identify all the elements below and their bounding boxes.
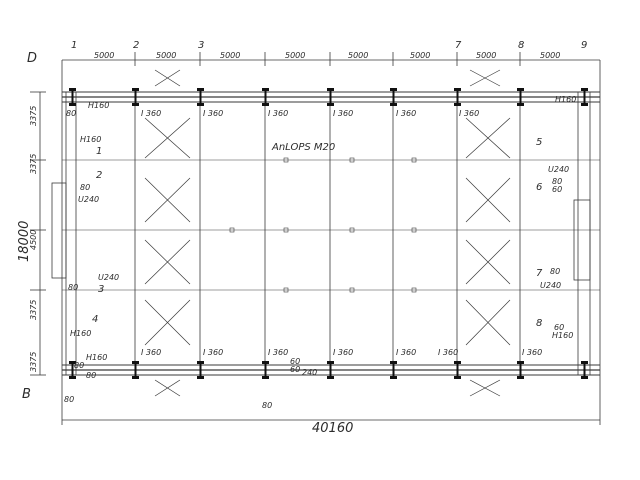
column-label: I 360 [268,109,288,118]
bottom-column-labels: I 360 I 360 I 360 I 360 I 360 I 360 I 36… [141,348,542,357]
detail-label: U240 [548,165,569,174]
detail-small: 80 [74,361,84,370]
detail-small: 80 [80,183,90,192]
column-label: I 360 [141,109,161,118]
detail-mark: 4 [92,314,98,325]
right-details: H160 U240 U240 H160 5 6 7 8 80 60 80 60 [536,95,576,340]
detail-mark: 2 [96,170,102,181]
column-label: I 360 [438,348,458,357]
grid-label: 9 [581,40,587,51]
column-label: I 360 [459,109,479,118]
bay-dim: 5000 [285,51,305,60]
grid-label: 8 [518,40,524,51]
center-dim: 240 [302,368,317,377]
bay-dim: 5000 [156,51,176,60]
bay-dim: 5000 [220,51,240,60]
column-label: I 360 [203,109,223,118]
detail-mark: 7 [536,268,543,279]
side-dim: 3375 [29,106,38,126]
bolt-note: AnLOPS M20 [271,142,335,153]
axis-label-bottom: B [22,387,31,402]
detail-label: U240 [78,195,99,204]
grid-label: 7 [455,40,462,51]
detail-label: H160 [86,353,107,362]
column-label: I 360 [522,348,542,357]
detail-label: U240 [98,273,119,282]
bay-spacing-dims: 5000 5000 5000 5000 5000 5000 5000 5000 [94,51,560,60]
grid-label: 1 [71,40,77,51]
column-label: I 360 [203,348,223,357]
frame-lines [30,52,601,425]
center-small-dims: 60 60 240 80 [262,357,317,410]
overall-width-dim: 18000 [17,221,32,262]
column-symbols [69,88,588,379]
detail-small: 80 [68,283,78,292]
detail-mark: 3 [98,284,104,295]
detail-label: H160 [552,331,573,340]
column-label: I 360 [333,109,353,118]
center-dim: 60 [290,357,300,366]
top-column-labels: I 360 I 360 I 360 I 360 I 360 I 360 [141,109,479,118]
detail-small: 80 [66,109,76,118]
grid-label: 2 [133,40,139,51]
bay-dim: 5000 [410,51,430,60]
detail-small: 80 [550,267,560,276]
detail-label: H160 [70,329,91,338]
detail-mark: 6 [536,182,542,193]
bay-dim: 5000 [540,51,560,60]
detail-small: 60 [554,323,564,332]
bay-dim: 5000 [94,51,114,60]
left-details: H160 H160 U240 U240 H160 H160 1 2 3 4 80… [66,101,119,380]
column-label: I 360 [396,348,416,357]
bottom-small-dim: 80 [64,395,74,404]
axis-label-top: D [27,51,37,66]
detail-mark: 8 [536,318,542,329]
column-label: I 360 [268,348,288,357]
column-label: I 360 [141,348,161,357]
side-dim: 3375 [29,154,38,174]
center-dim: 60 [290,365,300,374]
bay-dim: 5000 [348,51,368,60]
grid-line-labels: 1 2 3 7 8 9 [71,40,587,51]
side-dims: 3375 3375 4500 3375 3375 [29,106,38,372]
detail-small: 60 [552,185,562,194]
detail-small: 80 [552,177,562,186]
column-label: I 360 [396,109,416,118]
side-dim: 3375 [29,300,38,320]
column-label: I 360 [333,348,353,357]
detail-label: U240 [540,281,561,290]
detail-label: H160 [80,135,101,144]
side-dim: 3375 [29,352,38,372]
overall-length-dim: 40160 [312,421,353,436]
detail-mark: 5 [536,137,542,148]
detail-small: 80 [86,371,96,380]
detail-label: H160 [555,95,576,104]
bay-dim: 5000 [476,51,496,60]
side-dim: 4500 [29,230,38,250]
detail-mark: 1 [96,146,102,157]
detail-label: H160 [88,101,109,110]
grid-label: 3 [198,40,204,51]
center-dim: 80 [262,401,272,410]
